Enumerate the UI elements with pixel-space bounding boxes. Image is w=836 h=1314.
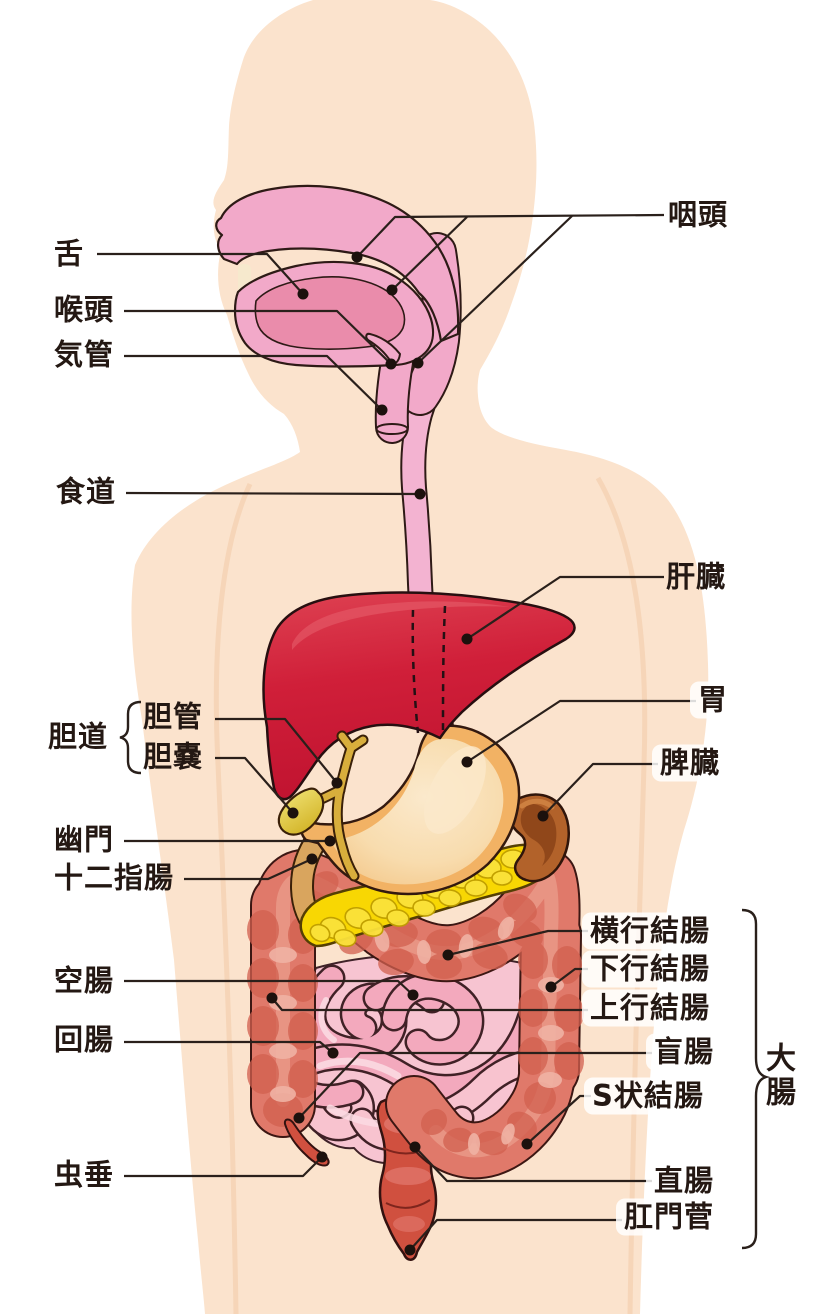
palate-nasal-arch xyxy=(215,184,460,343)
tongue-inner xyxy=(254,276,406,350)
label-ileum: 回腸 xyxy=(54,1022,115,1057)
label-pylorus: 幽門 xyxy=(54,822,115,857)
liver-organ xyxy=(262,591,576,801)
label-large-intestine: 大腸 xyxy=(760,1042,795,1110)
label-descending-colon: 下行結腸 xyxy=(582,950,719,988)
label-stomach: 胃 xyxy=(690,681,737,719)
gallbladder-organ xyxy=(277,787,325,836)
trachea-organ xyxy=(374,345,414,444)
spleen-organ xyxy=(508,793,570,883)
label-sigmoid-colon: S状結腸 xyxy=(584,1077,712,1115)
label-ascending-colon: 上行結腸 xyxy=(582,989,719,1027)
label-biliary-tract: 胆道 xyxy=(48,719,109,754)
label-duodenum: 十二指腸 xyxy=(54,860,175,895)
label-cecum: 盲腸 xyxy=(646,1033,723,1071)
label-anal-canal: 肛門菅 xyxy=(616,1198,723,1236)
label-jejunum: 空腸 xyxy=(54,963,115,998)
label-transverse-colon: 横行結腸 xyxy=(582,912,719,950)
label-rectum: 直腸 xyxy=(646,1162,723,1200)
large-intestine-organ xyxy=(247,849,584,1180)
biliary-brace xyxy=(119,700,142,775)
label-gallbladder: 胆嚢 xyxy=(143,739,204,774)
label-spleen: 脾臓 xyxy=(652,744,729,782)
label-esophagus: 食道 xyxy=(56,474,117,509)
large-intestine-bracket xyxy=(741,908,771,1250)
stomach-organ xyxy=(300,724,521,896)
label-larynx: 喉頭 xyxy=(54,292,115,327)
biliary-organ xyxy=(277,730,369,882)
label-bile-duct: 胆管 xyxy=(143,699,204,734)
label-tongue: 舌 xyxy=(54,236,85,271)
label-pharynx: 咽頭 xyxy=(668,197,729,232)
label-appendix: 虫垂 xyxy=(54,1157,115,1192)
label-liver: 肝臓 xyxy=(666,559,727,594)
label-trachea: 気管 xyxy=(54,337,115,372)
callout-dots xyxy=(266,251,557,1256)
